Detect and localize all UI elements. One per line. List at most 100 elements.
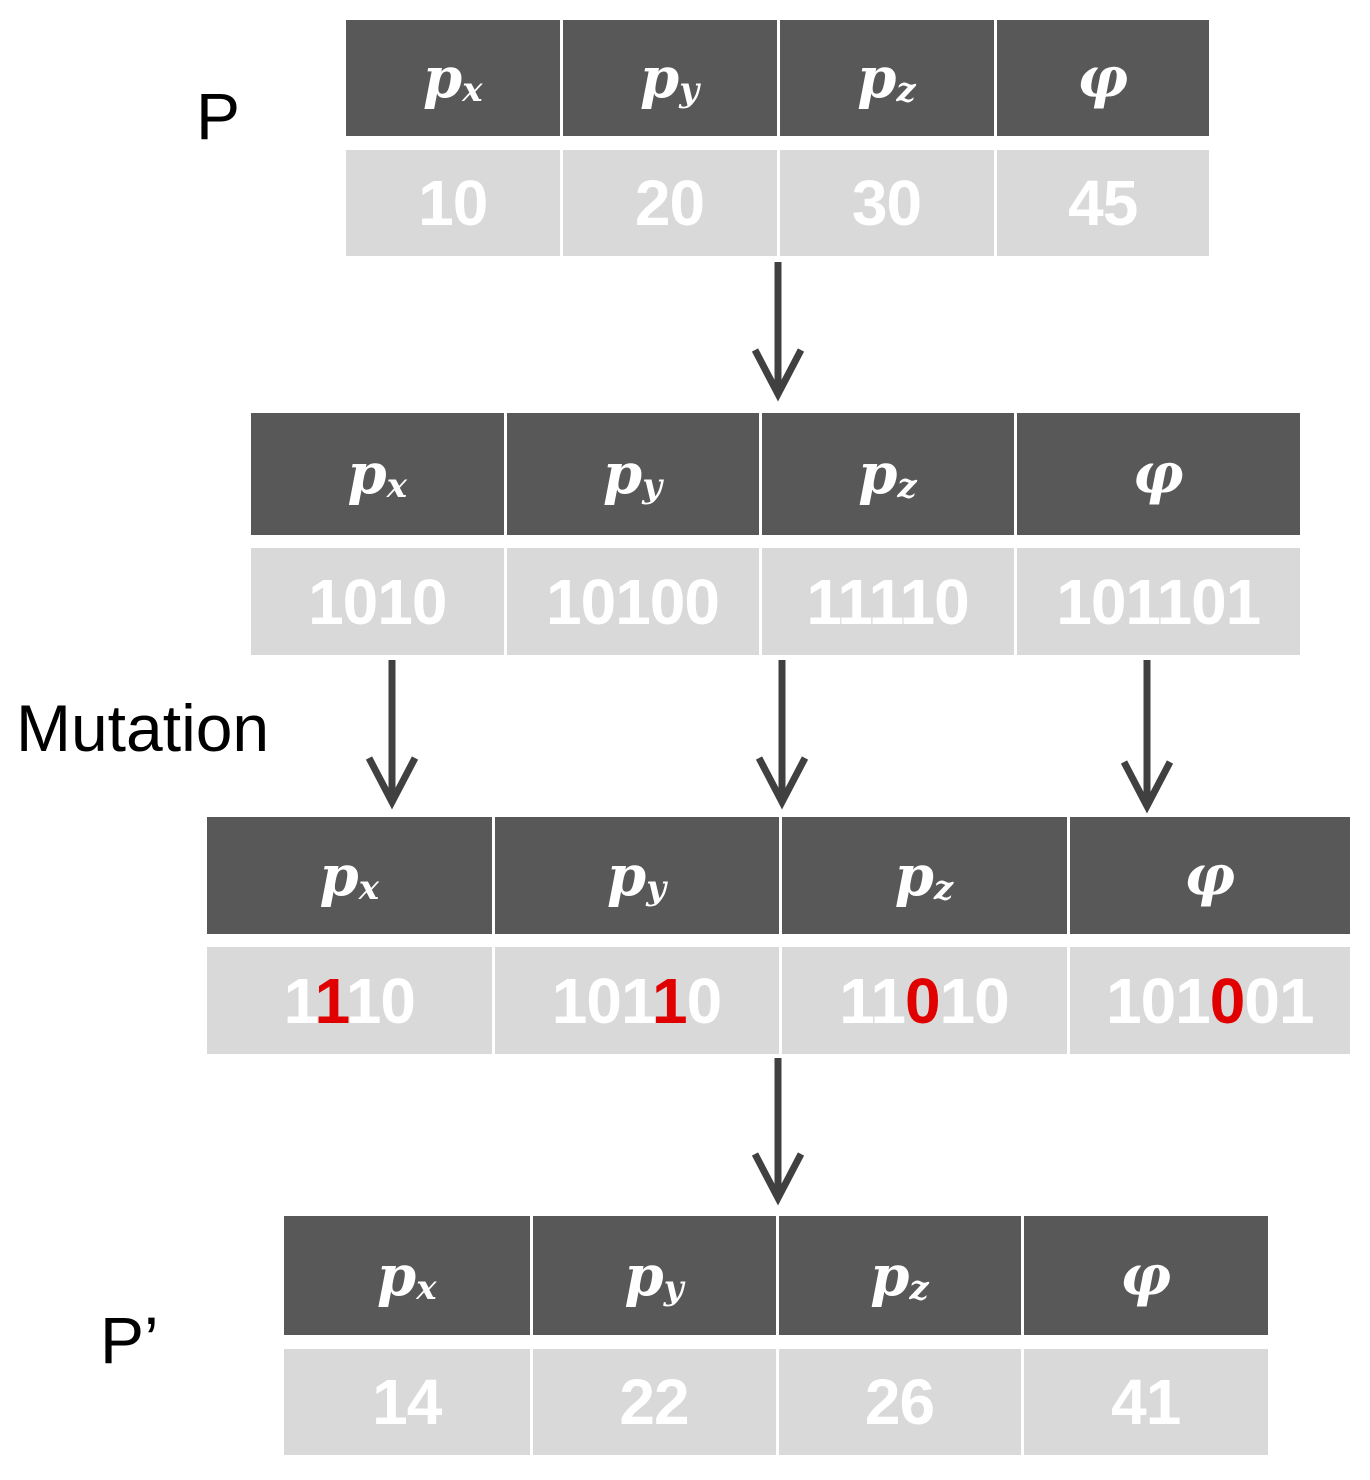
mutation-label: Mutation [16, 691, 270, 765]
value-text: 41 [1111, 1365, 1181, 1439]
value-text: 11110 [806, 565, 969, 639]
value-text: 101101 [1056, 565, 1261, 639]
value-cell: 10110 [494, 947, 779, 1054]
mutated-bit: 0 [1209, 964, 1246, 1037]
variable-symbol: p [319, 842, 359, 909]
value-segment: 30 [851, 167, 922, 239]
arrow-down-icon [1120, 660, 1174, 814]
variable-symbol: p [603, 441, 643, 507]
header-cell: φ [1016, 413, 1300, 535]
value-segment: 1 [283, 964, 316, 1037]
variable-subscript: y [679, 70, 699, 110]
variable-symbol: p [857, 45, 897, 111]
value-segment: 22 [619, 1366, 689, 1438]
variable-subscript: x [386, 466, 407, 506]
variable-subscript: z [897, 466, 917, 506]
value-cell: 1110 [207, 947, 492, 1054]
value-cell: 11010 [781, 947, 1067, 1054]
value-segment: 14 [372, 1366, 442, 1438]
value-cell: 22 [532, 1349, 776, 1455]
value-text: 14 [372, 1365, 442, 1439]
value-segment: 0 [686, 964, 723, 1037]
variable-subscript: y [646, 867, 666, 908]
value-segment: 10 [939, 964, 1010, 1037]
value-segment: 101101 [1056, 565, 1261, 638]
value-segment: 10100 [546, 565, 720, 638]
value-cell: 101101 [1016, 548, 1300, 655]
value-segment: 101 [551, 964, 653, 1037]
value-cell: 26 [778, 1349, 1021, 1455]
value-cell: 45 [996, 150, 1209, 256]
value-text: 101001 [1106, 964, 1315, 1038]
variable-subscript: z [909, 1267, 929, 1308]
variable-symbol: p [423, 45, 463, 111]
variable-subscript: y [663, 1267, 684, 1308]
variable-symbol: p [894, 842, 934, 909]
header-cell: φ [1023, 1216, 1268, 1335]
value-text: 11010 [839, 964, 1010, 1038]
value-segment: 11110 [806, 565, 969, 638]
value-text: 30 [851, 166, 922, 240]
value-cell: 1010 [251, 548, 504, 655]
value-segment: 45 [1068, 167, 1138, 239]
arrow-down-icon [751, 1058, 805, 1206]
arrow-down-icon [751, 262, 805, 402]
header-cell: φ [996, 20, 1209, 136]
variable-subscript: y [642, 466, 662, 506]
value-segment: 1010 [308, 565, 447, 638]
variable-symbol: p [640, 45, 680, 111]
variable-symbol: p [624, 1242, 664, 1309]
variable-symbol: p [858, 441, 898, 507]
value-segment: 41 [1111, 1366, 1181, 1438]
value-text: 26 [864, 1365, 935, 1439]
value-cell: 11110 [761, 548, 1014, 655]
variable-symbol: p [607, 842, 647, 909]
value-text: 10 [418, 166, 488, 240]
variable-symbol: p [347, 441, 387, 507]
value-segment: 10 [418, 167, 488, 239]
variable-symbol: φ [1184, 842, 1236, 909]
value-segment: 01 [1244, 964, 1314, 1037]
variable-symbol: φ [1132, 441, 1184, 507]
variable-symbol: φ [1120, 1242, 1172, 1309]
variable-subscript: x [462, 70, 483, 110]
variable-symbol: p [377, 1242, 417, 1309]
mutated-bit: 1 [652, 964, 688, 1037]
value-text: 1110 [283, 964, 416, 1038]
arrow-down-icon [365, 660, 419, 810]
value-cell: 41 [1023, 1349, 1268, 1455]
value-segment: 11 [839, 964, 906, 1037]
value-cell: 10 [346, 150, 560, 256]
value-text: 10110 [551, 964, 723, 1038]
p-label: P [196, 79, 241, 153]
value-segment: 10 [345, 964, 416, 1037]
value-cell: 30 [779, 150, 994, 256]
variable-symbol: φ [1077, 45, 1129, 111]
p-prime-label: P’ [100, 1303, 159, 1377]
variable-subscript: x [358, 867, 379, 908]
value-text: 10100 [546, 565, 720, 639]
variable-subscript: z [896, 70, 916, 110]
variable-symbol: p [870, 1242, 910, 1309]
variable-subscript: x [416, 1267, 437, 1308]
value-cell: 20 [562, 150, 777, 256]
value-text: 1010 [308, 565, 447, 639]
value-text: 22 [619, 1365, 689, 1439]
header-cell: φ [1069, 817, 1350, 934]
value-text: 45 [1068, 166, 1138, 240]
value-cell: 101001 [1069, 947, 1350, 1054]
value-segment: 26 [864, 1366, 935, 1438]
mutated-bit: 1 [314, 964, 347, 1037]
value-cell: 10100 [506, 548, 759, 655]
mutated-bit: 0 [904, 964, 941, 1037]
